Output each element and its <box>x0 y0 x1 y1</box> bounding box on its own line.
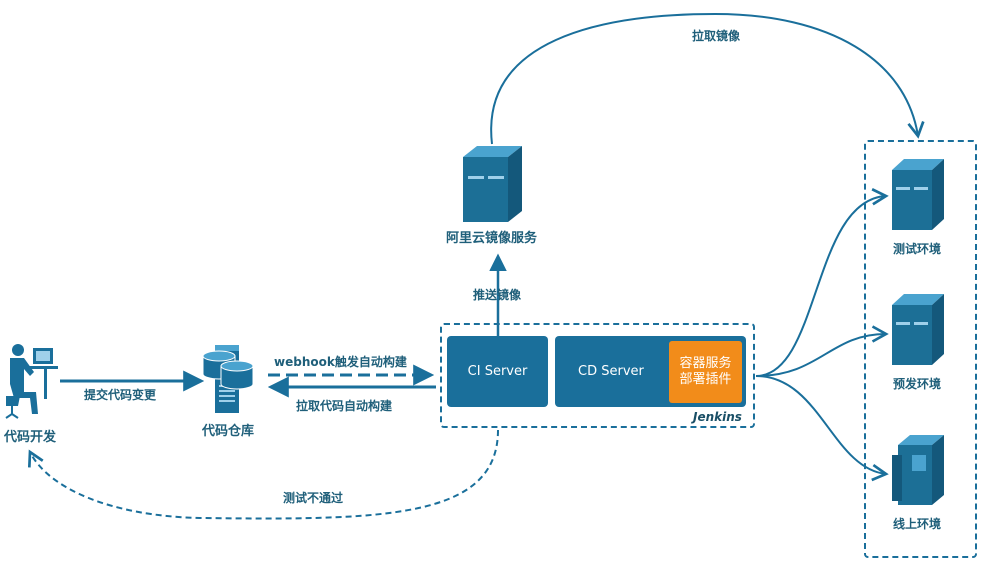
aliyun-registry-label: 阿里云镜像服务 <box>446 231 538 246</box>
production-server-icon <box>892 435 944 505</box>
ci-server-box[interactable]: CI Server <box>447 336 548 407</box>
container-plugin-line1: 容器服务 <box>679 356 732 371</box>
staging-server-icon <box>892 294 944 365</box>
ci-server-label: CI Server <box>467 364 528 379</box>
deploy-staging-arrow <box>755 325 889 377</box>
test-server-icon <box>892 159 944 230</box>
test-failed-arrow <box>27 429 499 520</box>
environments-container <box>864 140 977 558</box>
repository-label: 代码仓库 <box>202 424 255 439</box>
production-env-label: 线上环境 <box>893 517 942 531</box>
developer-label: 代码开发 <box>4 430 57 445</box>
cd-server-label: CD Server <box>578 364 644 379</box>
push-image-label: 推送镜像 <box>473 288 522 302</box>
container-plugin-box[interactable]: 容器服务 部署插件 <box>669 341 742 403</box>
pull-code-label: 拉取代码自动构建 <box>296 399 393 413</box>
database-server-icon <box>202 345 254 413</box>
pull-image-label: 拉取镜像 <box>692 29 741 43</box>
webhook-label: webhook触发自动构建 <box>274 355 407 369</box>
container-plugin-line2: 部署插件 <box>679 372 732 387</box>
developer-icon <box>5 344 58 419</box>
deploy-test-arrow <box>755 188 889 377</box>
test-env-label: 测试环境 <box>893 242 942 256</box>
deploy-production-arrow <box>755 375 889 482</box>
pull-image-arc <box>490 12 925 145</box>
test-failed-label: 测试不通过 <box>283 491 344 505</box>
staging-env-label: 预发环境 <box>893 377 942 391</box>
commit-label: 提交代码变更 <box>84 388 157 402</box>
registry-server-icon <box>463 146 522 222</box>
jenkins-container <box>440 323 755 428</box>
jenkins-label: Jenkins <box>693 410 742 424</box>
